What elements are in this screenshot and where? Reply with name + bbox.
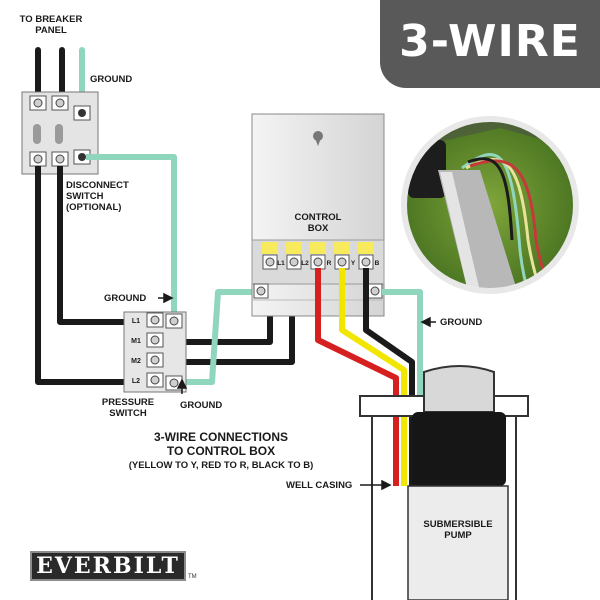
- pressure-terminal-l1: L1: [132, 312, 164, 328]
- ground-label-bottom: GROUND: [180, 400, 223, 411]
- trademark-mark: TM: [188, 574, 197, 580]
- ground-label-left: GROUND: [104, 293, 147, 304]
- control-terminal-label: L1: [277, 260, 285, 267]
- control-terminal-l1: L1: [262, 242, 285, 270]
- ground-label-right: GROUND: [440, 317, 483, 328]
- pressure-terminal-label: M1: [131, 338, 141, 345]
- caption-title-line2: TO CONTROL BOX: [166, 444, 276, 458]
- pointer-arrows: [158, 292, 436, 491]
- wire-photo-inset: [401, 116, 579, 294]
- pressure-terminal-label: M2: [131, 358, 141, 365]
- control-ground-terminals: [253, 283, 383, 299]
- control-terminal-y: Y: [334, 242, 356, 270]
- control-terminal-l2: L2: [286, 242, 309, 270]
- pressure-terminal-m2: M2: [131, 352, 164, 368]
- disconnect-to-pressure-wires: [35, 154, 177, 385]
- pressure-terminal-label: L1: [132, 318, 140, 325]
- pressure-terminal-m1: M1: [131, 332, 164, 348]
- pressure-terminal-l2: L2: [132, 372, 164, 388]
- control-terminal-label: Y: [351, 260, 356, 267]
- everbilt-logo: EVERBILT: [30, 551, 186, 581]
- submersible-pump-label: SUBMERSIBLE PUMP: [423, 519, 493, 541]
- control-terminal-r: R: [310, 242, 332, 270]
- control-box-label: CONTROL BOX: [294, 212, 342, 234]
- well-casing-label: WELL CASING: [286, 480, 353, 491]
- control-terminal-label: R: [327, 260, 332, 267]
- breaker-panel-label: TO BREAKER PANEL: [19, 14, 83, 36]
- submersible-pump: [407, 365, 509, 600]
- disconnect-switch-label: DISCONNECT SWITCH (OPTIONAL): [66, 180, 129, 213]
- disconnect-switch: [21, 91, 99, 175]
- banner: 3-WIRE: [380, 0, 600, 88]
- banner-title: 3-WIRE: [399, 16, 581, 67]
- control-terminal-label: L2: [301, 260, 309, 267]
- pressure-terminal-label: L2: [132, 378, 140, 385]
- control-terminal-b: B: [358, 242, 380, 270]
- ground-label-top: GROUND: [90, 74, 133, 85]
- pressure-switch-label: PRESSURE SWITCH: [101, 397, 155, 419]
- caption-title-line1: 3-WIRE CONNECTIONS: [153, 430, 288, 444]
- control-box-terminals: L1 L2 R Y B: [262, 242, 380, 270]
- control-terminal-label: B: [375, 260, 380, 267]
- caption-subtitle: (YELLOW TO Y, RED TO R, BLACK TO B): [128, 460, 314, 471]
